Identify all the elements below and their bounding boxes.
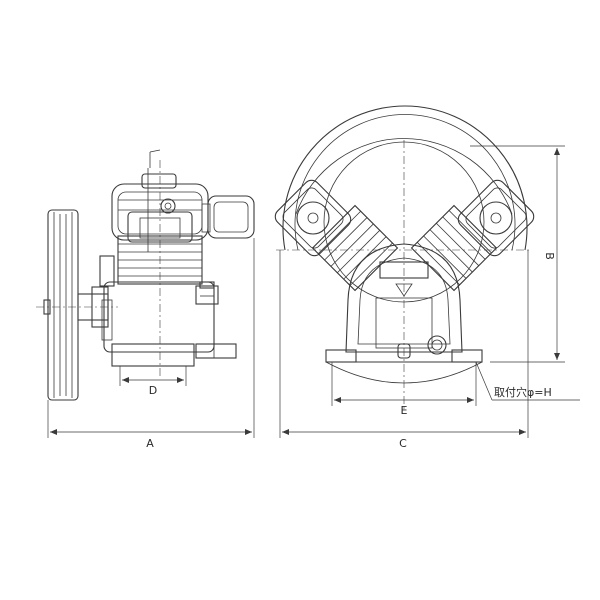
valve-left-core (307, 212, 319, 224)
dim-label-c: C (399, 437, 407, 450)
mount-hole-label: 取付穴φ=H (494, 385, 552, 399)
dimension-e: E (331, 362, 477, 417)
dim-label-b: B (543, 252, 556, 260)
valve-left (296, 201, 330, 235)
head-right (457, 179, 535, 257)
valve-right (479, 201, 513, 235)
side-view: D A (36, 149, 255, 450)
air-filter (201, 195, 255, 239)
front-view: meiji B E (274, 105, 580, 450)
crankcase (99, 255, 237, 367)
pulley (43, 209, 79, 401)
dim-label-d: D (149, 384, 157, 397)
brand-logo-plate (379, 261, 429, 279)
dimension-a: A (47, 238, 255, 450)
dimension-d: D (119, 366, 187, 397)
mount-hole-callout: 取付穴φ=H (475, 361, 580, 401)
dim-label-a: A (146, 437, 154, 450)
dim-label-e: E (401, 404, 408, 417)
valve-right-core (490, 212, 502, 224)
oil-filler (195, 281, 219, 305)
dimension-b: B (470, 145, 565, 363)
head-left (274, 179, 352, 257)
dimension-c: C (279, 250, 529, 450)
cylinder-left (311, 204, 399, 292)
cylinder-right (410, 204, 498, 292)
